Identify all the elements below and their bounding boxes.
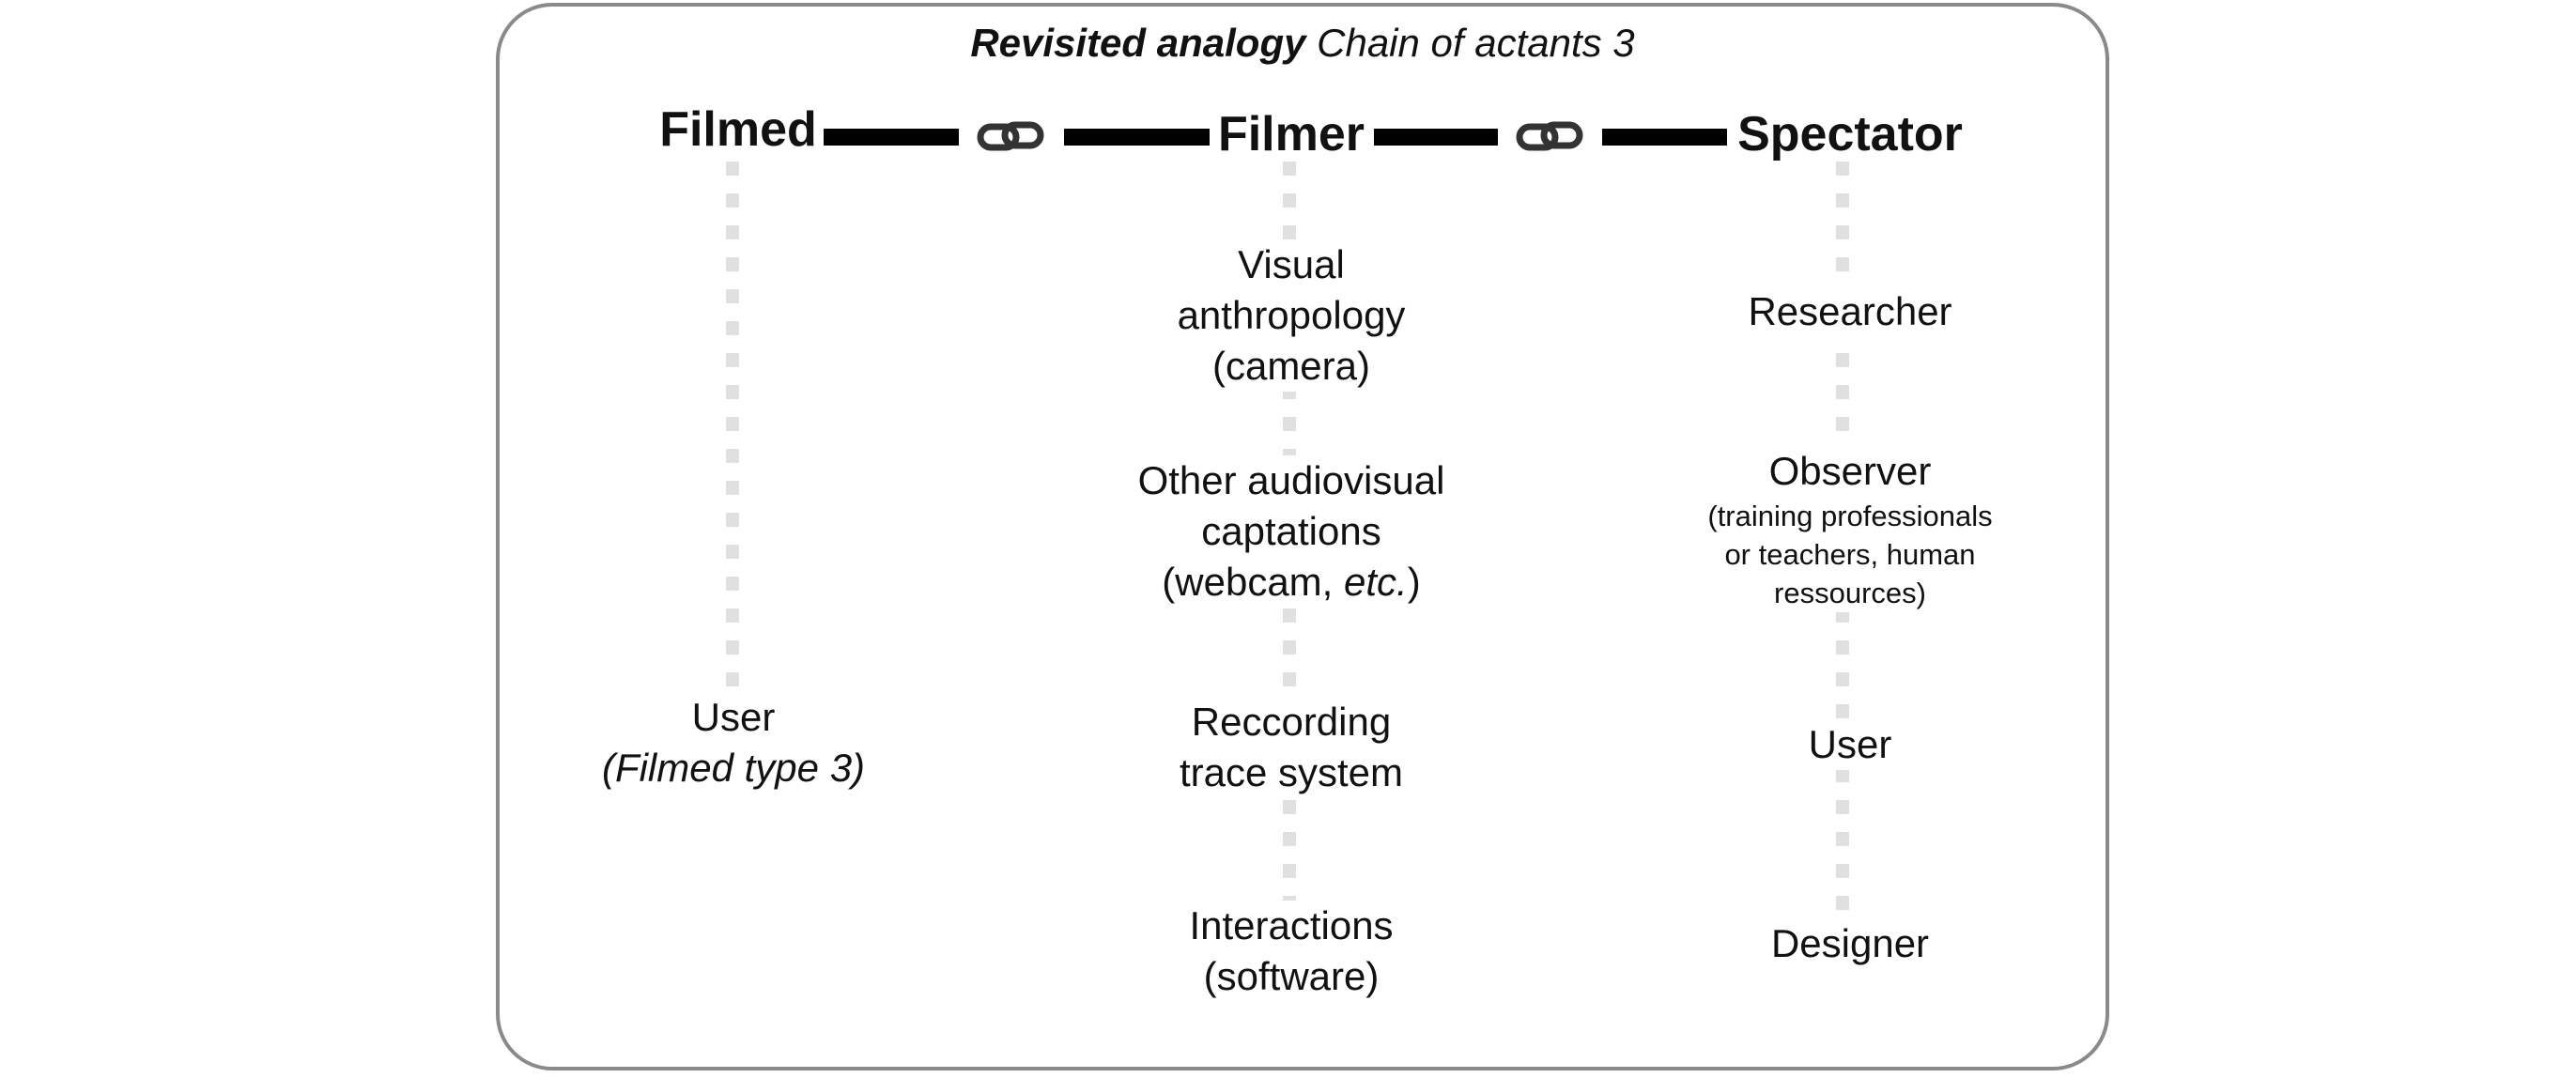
filmed-dotted-line xyxy=(726,162,739,697)
filmer-item-visual-anthropology: Visual anthropology (camera) xyxy=(1173,239,1410,392)
chain-bar-4 xyxy=(1602,129,1727,146)
filmed-user-type: (Filmed type 3) xyxy=(601,746,866,790)
title-bold: Revisited analogy xyxy=(970,21,1306,65)
filmed-item-user: User (Filmed type 3) xyxy=(597,692,870,793)
spectator-item-researcher: Researcher xyxy=(1744,286,1956,337)
spectator-item-designer: Designer xyxy=(1766,918,1934,969)
filmer-item-reccording-trace: Reccording trace system xyxy=(1175,697,1408,798)
chain-link-icon xyxy=(977,121,1044,151)
chain-bar-2 xyxy=(1064,129,1210,146)
filmer-label: Filmer xyxy=(1217,107,1365,162)
title-rest: Chain of actants 3 xyxy=(1317,21,1635,65)
filmer-item-interactions: Interactions (software) xyxy=(1185,901,1397,1002)
spectator-item-user: User xyxy=(1804,719,1896,770)
spectator-label: Spectator xyxy=(1737,107,1963,162)
filmed-label: Filmed xyxy=(659,102,817,157)
diagram-title: Revisited analogy Chain of actants 3 xyxy=(496,21,2109,66)
chain-link-icon xyxy=(1516,121,1583,151)
spectator-item-observer: Observer (training professionals or teac… xyxy=(1704,446,1997,612)
filmer-item-other-audiovisual: Other audiovisual captations (webcam, et… xyxy=(1134,455,1449,608)
chain-bar-3 xyxy=(1374,129,1498,146)
diagram-frame xyxy=(496,3,2109,1070)
chain-bar-1 xyxy=(824,129,959,146)
filmed-user-name: User xyxy=(691,695,776,739)
